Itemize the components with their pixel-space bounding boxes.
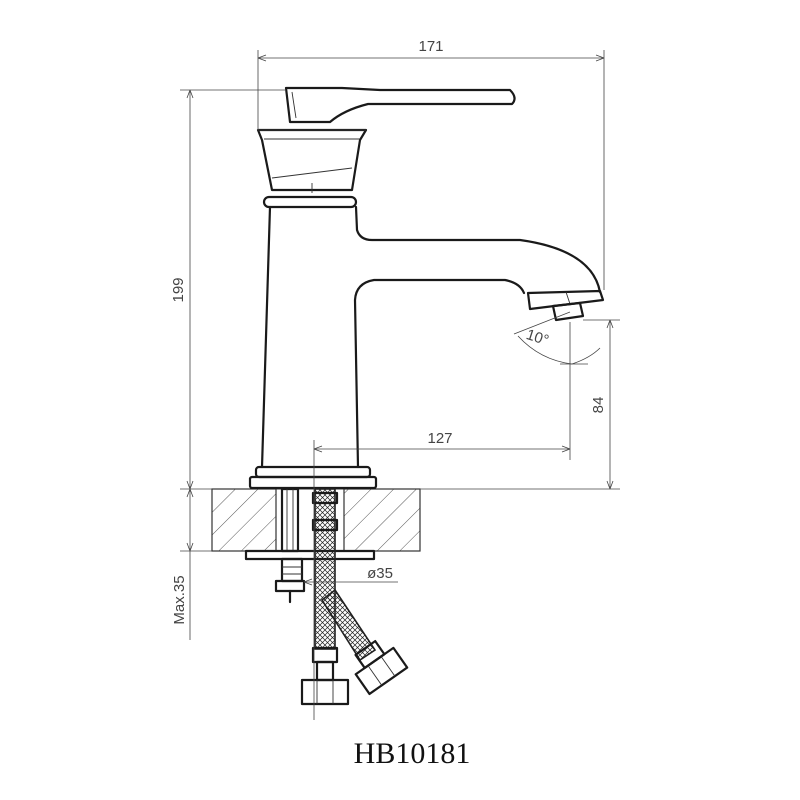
spout-body xyxy=(260,205,602,469)
dimension-lines xyxy=(180,50,620,720)
supply-hoses xyxy=(300,488,409,706)
model-code: HB10181 xyxy=(354,737,471,770)
dim-max-deck-thickness: Max.35 xyxy=(171,575,188,624)
aerator xyxy=(526,289,605,322)
dim-overall-width: 171 xyxy=(418,38,443,55)
faucet-body xyxy=(248,86,605,490)
dim-overall-height: 199 xyxy=(170,277,187,302)
mounting-hardware xyxy=(244,487,376,604)
handle-lever xyxy=(284,86,516,124)
dim-outlet-height: 84 xyxy=(590,397,607,414)
dim-mounting-hole: ø35 xyxy=(367,565,393,582)
base-flange xyxy=(254,465,372,479)
dim-spout-angle: 10° xyxy=(524,326,551,349)
dim-spout-reach: 127 xyxy=(427,430,452,447)
collar-ring xyxy=(262,195,358,209)
